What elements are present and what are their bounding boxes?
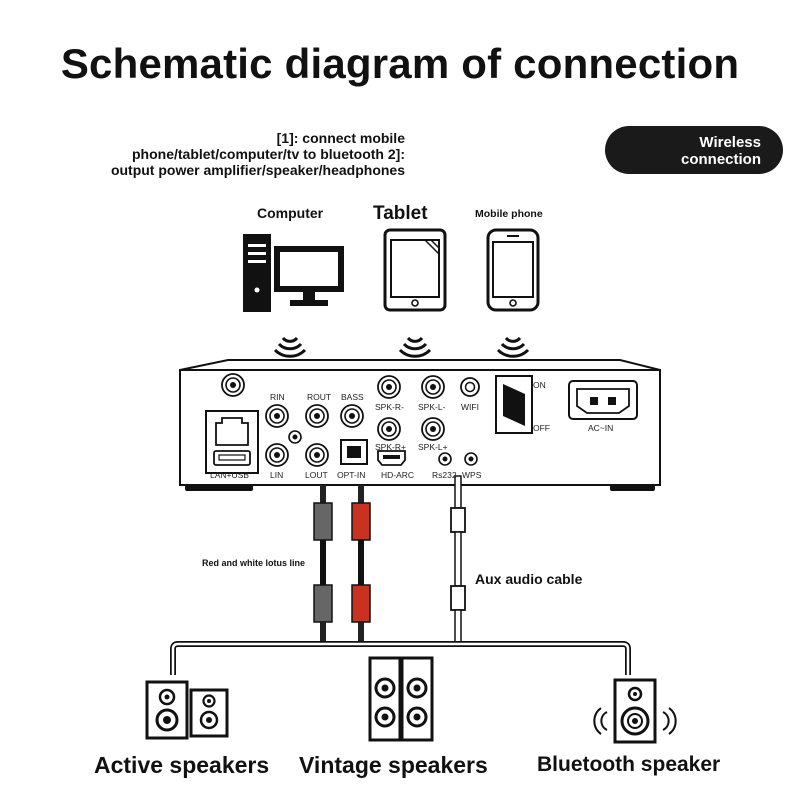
rin-label: RIN: [270, 392, 285, 402]
small-mic-jack[interactable]: [288, 430, 302, 444]
spk-r-plus-label: SPK-R+: [375, 442, 406, 452]
rs232-label: Rs232: [432, 470, 457, 480]
lout-jack[interactable]: [305, 443, 329, 467]
badge-line-2: connection: [680, 151, 761, 168]
wireless-wave-icon-phone: [496, 336, 530, 358]
bass-label: BASS: [341, 392, 364, 402]
lin-jack[interactable]: [265, 443, 289, 467]
tablet-label: Tablet: [373, 203, 428, 224]
computer-label: Computer: [257, 205, 324, 221]
wireless-wave-icon-computer: [273, 336, 307, 358]
spk-r-minus-label: SPK-R-: [375, 402, 404, 412]
wifi-label: WIFI: [461, 402, 479, 412]
page-title: Schematic diagram of connection: [60, 40, 740, 87]
computer-icon: [243, 234, 344, 312]
hd-arc-label: HD-ARC: [381, 470, 415, 480]
output-distribution-line: [170, 641, 631, 675]
spk-r-minus-post[interactable]: [377, 375, 401, 399]
aux-cable-label: Aux audio cable: [475, 571, 583, 587]
bass-jack[interactable]: [340, 404, 364, 428]
switch-on-label: ON: [533, 380, 546, 390]
bluetooth-speaker-icon: [593, 678, 677, 744]
spk-r-plus-post[interactable]: [377, 417, 401, 441]
rout-label: ROUT: [307, 392, 332, 402]
lout-label: LOUT: [305, 470, 328, 480]
wireless-connection-badge: Wireless connection: [605, 126, 783, 174]
rca-red-cable: [351, 485, 371, 643]
antenna-connector[interactable]: [221, 373, 245, 397]
badge-line-1: Wireless: [699, 134, 761, 151]
rs232-port[interactable]: [438, 452, 452, 466]
lan-usb-port[interactable]: [205, 410, 259, 474]
rca-cable-label: Red and white lotus line: [202, 558, 306, 568]
vintage-speakers-icon: [368, 656, 434, 742]
optical-in-port[interactable]: [340, 439, 368, 465]
spk-l-plus-post[interactable]: [421, 417, 445, 441]
vintage-speakers-label: Vintage speakers: [299, 752, 488, 778]
mobile-phone-icon: [486, 228, 540, 312]
lin-label: LIN: [270, 470, 284, 480]
device-foot-left: [185, 485, 253, 491]
ac-inlet-port[interactable]: [568, 380, 638, 420]
rca-white-cable: [313, 485, 333, 643]
wireless-wave-icon-tablet: [398, 336, 432, 358]
wps-label: WPS: [462, 470, 482, 480]
bluetooth-speaker-label: Bluetooth speaker: [537, 753, 721, 776]
device-foot-right: [610, 485, 655, 491]
note-line-3: output power amplifier/speaker/headphone…: [110, 162, 405, 178]
mobile-phone-label: Mobile phone: [475, 208, 543, 220]
spk-l-plus-label: SPK-L+: [418, 442, 448, 452]
connection-note: [1]: connect mobile phone/tablet/compute…: [111, 130, 405, 178]
active-speakers-label: Active speakers: [94, 752, 270, 778]
power-switch[interactable]: [495, 375, 533, 434]
lan-usb-label: LAN+USB: [210, 470, 249, 480]
hdmi-arc-port[interactable]: [377, 450, 406, 466]
tablet-icon: [383, 228, 447, 312]
ac-in-label: AC~IN: [588, 423, 614, 433]
aux-audio-cable: [450, 475, 466, 643]
note-line-2: phone/tablet/computer/tv to bluetooth 2]…: [132, 146, 405, 162]
note-line-1: [1]: connect mobile: [276, 130, 405, 146]
opt-in-label: OPT-IN: [337, 470, 366, 480]
spk-l-minus-label: SPK-L-: [418, 402, 446, 412]
active-speakers-icon: [145, 680, 229, 740]
rout-jack[interactable]: [305, 404, 329, 428]
switch-off-label: OFF: [533, 423, 550, 433]
wifi-antenna-connector[interactable]: [460, 377, 480, 397]
wps-button[interactable]: [464, 452, 478, 466]
spk-l-minus-post[interactable]: [421, 375, 445, 399]
rin-jack[interactable]: [265, 404, 289, 428]
device-top-face: [179, 359, 661, 371]
